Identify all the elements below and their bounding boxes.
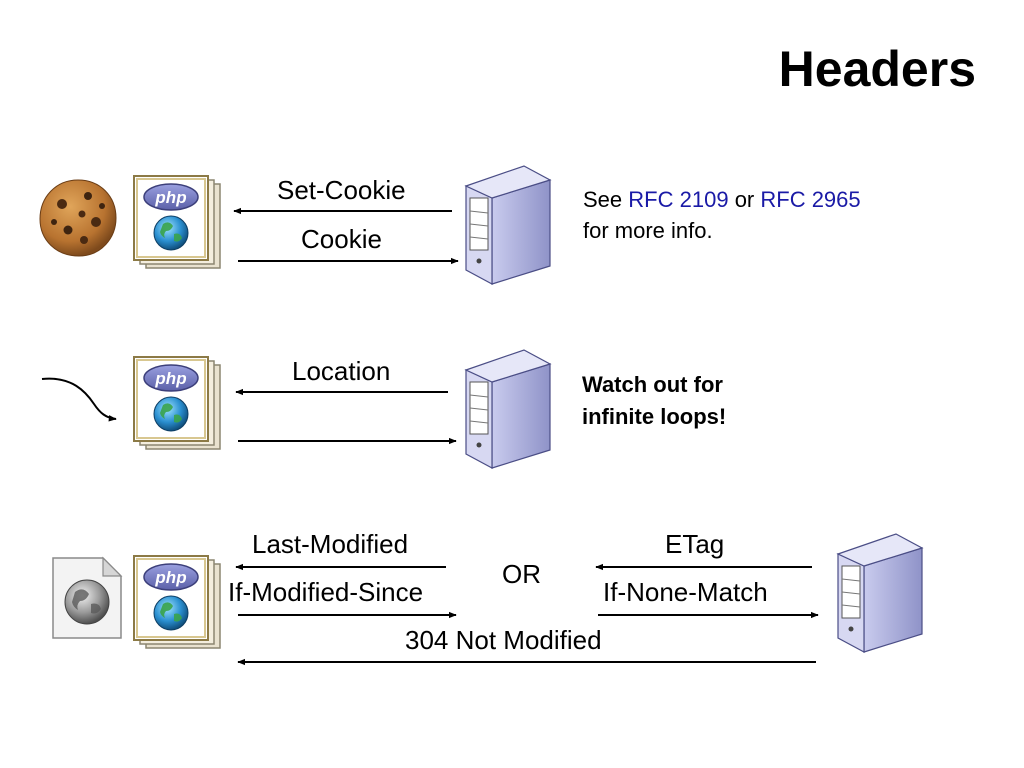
etag-label: ETag xyxy=(665,529,725,559)
loop-warning-line1: Watch out for xyxy=(582,372,723,397)
rfc-note: See RFC 2109 or RFC 2965 for more info. xyxy=(583,184,861,246)
note-suffix: for more info. xyxy=(583,218,713,243)
or-label: OR xyxy=(502,559,541,589)
php-file-icon xyxy=(133,555,221,649)
php-file-icon xyxy=(133,175,221,269)
server-icon xyxy=(465,349,551,469)
location-label: Location xyxy=(292,356,391,386)
rfc-2109-link[interactable]: RFC 2109 xyxy=(628,187,729,212)
rfc-2965-link[interactable]: RFC 2965 xyxy=(760,187,861,212)
cookie-label: Cookie xyxy=(301,224,382,254)
curved-arrow-icon xyxy=(41,377,117,422)
php-file-icon xyxy=(133,356,221,450)
set-cookie-label: Set-Cookie xyxy=(277,175,406,205)
last-modified-label: Last-Modified xyxy=(252,529,409,559)
page-title: Headers xyxy=(778,41,976,97)
server-icon xyxy=(837,533,923,653)
note-or: or xyxy=(734,187,755,212)
loop-warning-line2: infinite loops! xyxy=(582,404,727,429)
if-none-match-label: If-None-Match xyxy=(603,577,768,607)
loop-warning: Watch out for infinite loops! xyxy=(582,369,726,433)
if-modified-since-label: If-Modified-Since xyxy=(228,577,424,607)
not-modified-label: 304 Not Modified xyxy=(405,625,602,655)
note-prefix: See xyxy=(583,187,623,212)
web-document-icon xyxy=(52,556,123,639)
server-icon xyxy=(465,165,551,285)
cookie-icon xyxy=(39,179,117,257)
